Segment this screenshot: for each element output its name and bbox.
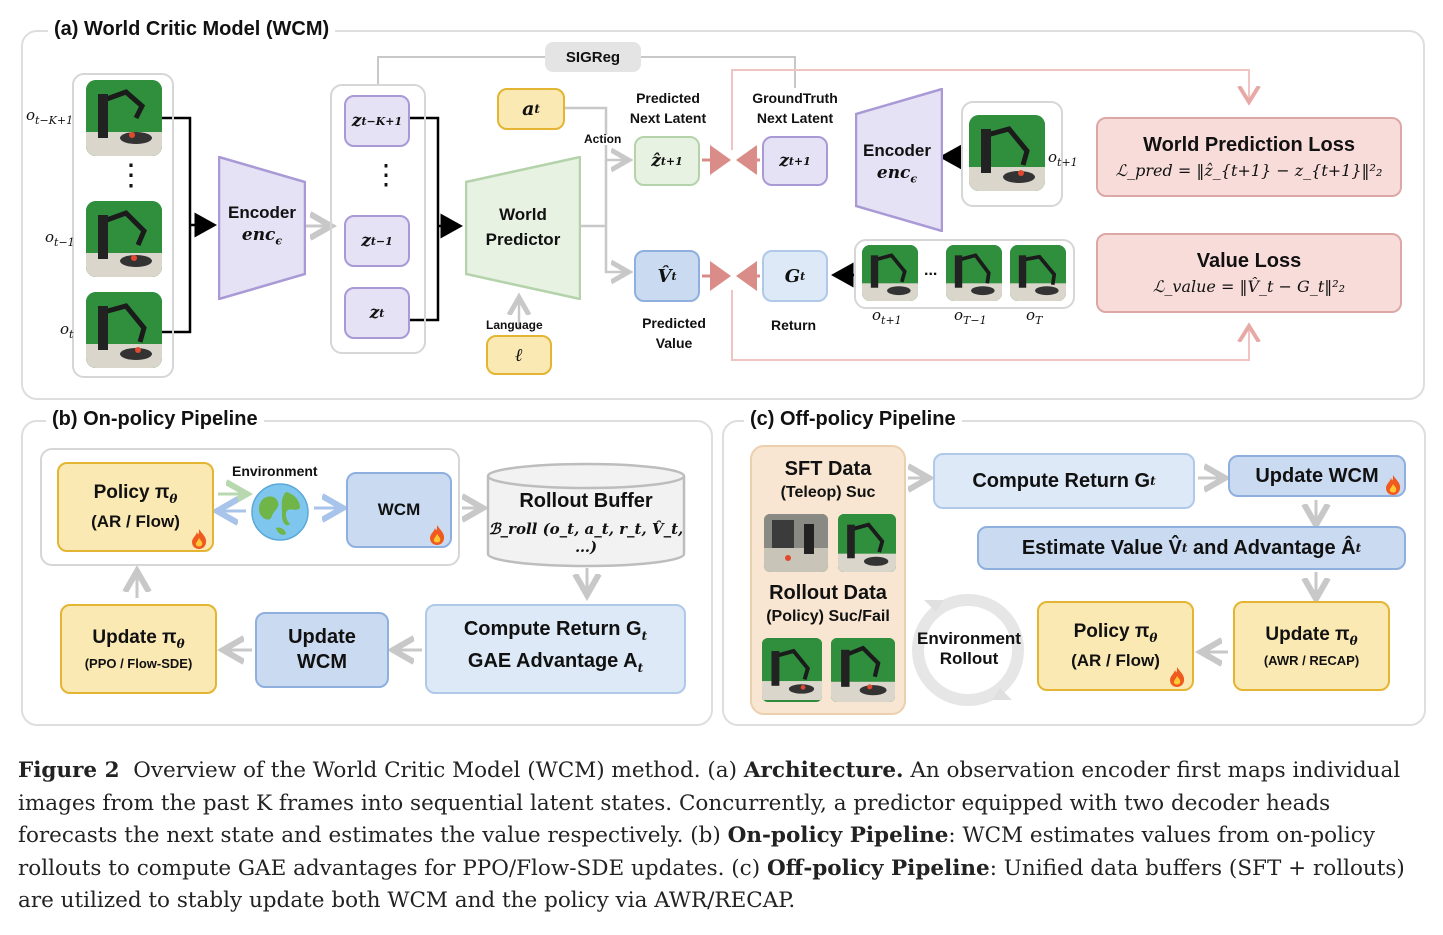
next-observation-frame <box>961 101 1063 207</box>
rollout-data-label: Rollout Data (Policy) Suc/Fail <box>766 582 890 625</box>
panel-c-title: (c) Off-policy Pipeline <box>744 408 962 431</box>
world-prediction-loss-box: World Prediction Loss ℒ_pred = ‖ẑ_{t+1} … <box>1096 117 1402 197</box>
policy-box-b: Policy πθ (AR / Flow) <box>57 462 214 552</box>
obs-label-3: ot <box>60 320 74 341</box>
observation-stack <box>72 73 174 378</box>
panel-b-title: (b) On-policy Pipeline <box>46 408 264 431</box>
environment-rollout-label: Environment Rollout <box>917 629 1021 668</box>
policy-rollout-photo-1 <box>762 638 822 702</box>
encoder-trapezoid <box>218 156 306 300</box>
obs-label-1: ot−K+1 <box>26 106 74 127</box>
robot-photo-rollout-3 <box>1010 245 1066 301</box>
rollout-label-3: oT <box>1026 306 1043 327</box>
world-loss-title: World Prediction Loss <box>1143 134 1355 156</box>
caption-bold-1: Architecture. <box>743 758 904 783</box>
robot-photo-rollout-2 <box>946 245 1002 301</box>
value-loss-title: Value Loss <box>1196 250 1302 272</box>
obs-next-label: ot+1 <box>1048 148 1078 169</box>
teleop-photo-1 <box>764 514 828 572</box>
update-policy-box-b: Update πθ (PPO / Flow-SDE) <box>60 604 217 694</box>
encoder-label: Encoder encϵ <box>227 203 297 248</box>
sft-data-label: SFT Data (Teleop) Suc <box>780 458 876 501</box>
rollout-buffer-formula: ℬ_roll (o_t, a_t, r_t, V̂_t, …) <box>488 520 684 556</box>
robot-photo-obs-2 <box>86 201 162 277</box>
caption-intro: Overview of the World Critic Model (WCM)… <box>133 758 744 783</box>
world-loss-formula: ℒ_pred = ‖ẑ_{t+1} − z_{t+1}‖²₂ <box>1115 161 1383 180</box>
update-wcm-box-c: Update WCM <box>1228 455 1406 497</box>
latent-stack <box>330 84 426 354</box>
caption-text-3: : Unified data buffers (SFT + rollouts) … <box>18 855 1405 914</box>
fire-icon <box>1384 474 1402 496</box>
obs-label-2: ot−1 <box>45 228 75 249</box>
globe-icon <box>250 482 310 542</box>
robot-photo-next <box>969 115 1045 191</box>
caption-text-2: : WCM estimates values from on-policy ro… <box>18 823 1375 881</box>
fire-icon <box>1168 666 1186 688</box>
return-label: Return <box>771 317 817 333</box>
language-box: ℓ <box>486 335 552 375</box>
fire-icon <box>190 528 208 550</box>
caption-bold-2: On-policy Pipeline <box>727 823 949 848</box>
action-label: Action <box>584 132 622 146</box>
rollout-buffer-title: Rollout Buffer <box>519 490 653 512</box>
figure-caption: Figure 2 Overview of the World Critic Mo… <box>18 755 1428 918</box>
vhat-box: V̂t <box>634 250 700 302</box>
robot-photo-rollout-1 <box>862 245 918 301</box>
world-predictor-shape <box>465 156 581 300</box>
teleop-photo-2 <box>838 514 896 572</box>
language-label: Language <box>486 318 543 332</box>
encoder-trapezoid-2 <box>855 88 943 232</box>
latent-dots: ⋮ <box>372 159 400 190</box>
policy-rollout-photo-2 <box>831 638 895 702</box>
fire-icon <box>428 524 446 546</box>
value-loss-formula: ℒ_value = ‖V̂_t − G_t‖²₂ <box>1152 277 1346 296</box>
interaction-loop-frame <box>40 448 460 566</box>
robot-photo-obs-1 <box>86 80 162 156</box>
rollout-label-2: oT−1 <box>954 306 987 327</box>
rollout-buffer-cylinder <box>486 462 686 568</box>
policy-box-c: Policy πθ (AR / Flow) <box>1037 601 1194 691</box>
sigreg-box: SIGReg <box>545 42 641 72</box>
panel-a-title: (a) World Critic Model (WCM) <box>48 18 336 41</box>
caption-figure-number: Figure 2 <box>18 758 120 783</box>
rollout-ellipsis: ... <box>924 262 938 279</box>
encoder-2-label: Encoder encϵ <box>862 141 932 186</box>
update-wcm-box-b: Update WCM <box>255 612 389 688</box>
world-predictor-label: World Predictor <box>485 205 561 249</box>
compute-return-gae-box: Compute Return Gt GAE Advantage At <box>425 604 686 694</box>
rollout-frames <box>854 239 1075 309</box>
robot-photo-obs-3 <box>86 292 162 368</box>
caption-text-1: An observation encoder first maps indivi… <box>18 758 1401 848</box>
obs-dots: ⋮ <box>116 159 146 192</box>
value-loss-box: Value Loss ℒ_value = ‖V̂_t − G_t‖²₂ <box>1096 233 1402 313</box>
wcm-box-b: WCM <box>346 472 452 548</box>
update-policy-box-c: Update πθ (AWR / RECAP) <box>1233 601 1390 691</box>
environment-label: Environment <box>232 463 318 479</box>
caption-bold-3: Off-policy Pipeline <box>766 855 990 881</box>
rollout-label-1: ot+1 <box>872 306 902 327</box>
